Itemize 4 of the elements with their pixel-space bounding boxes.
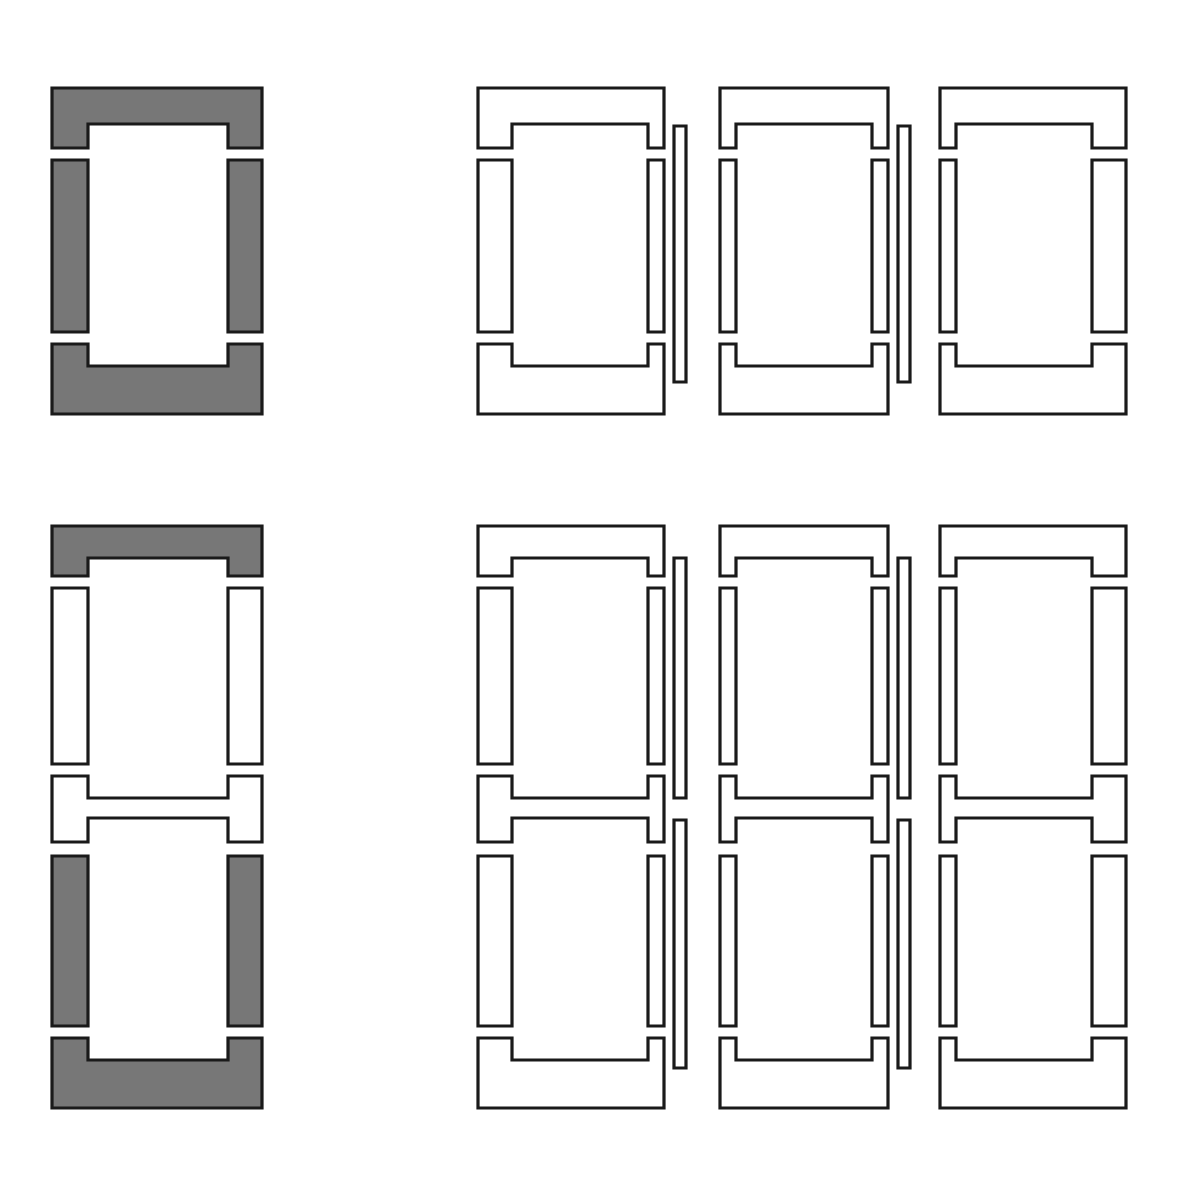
stacked-frame-row-drawing <box>476 524 1128 1110</box>
frame-row-drawing <box>476 86 1128 416</box>
shaded-frame-drawing <box>50 86 264 416</box>
partly-shaded-stacked-frame-drawing <box>50 524 264 1110</box>
